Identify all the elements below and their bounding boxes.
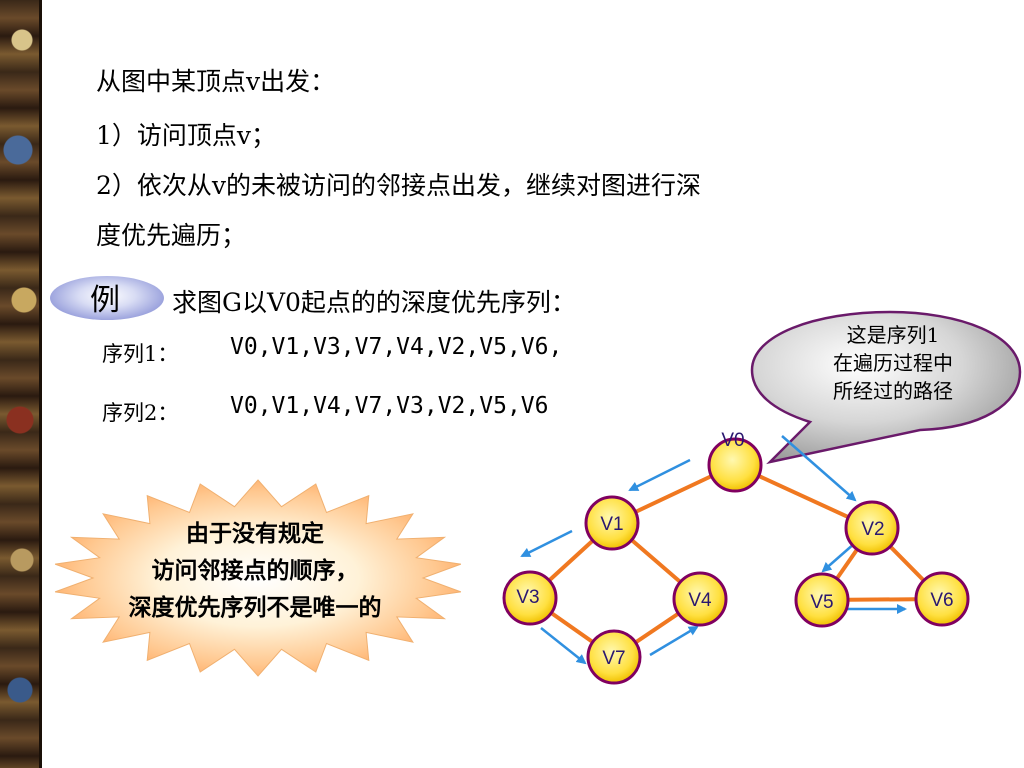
traversal-arrow-v1-v3	[520, 529, 573, 558]
sequence-1-value: V0,V1,V3,V7,V4,V2,V5,V6,	[230, 334, 563, 360]
node-v6	[914, 571, 970, 627]
node-v0-label: V0	[721, 430, 744, 451]
decorative-border	[0, 0, 42, 768]
starburst-line-1: 由于没有规定	[186, 520, 324, 547]
node-v3-label: V3	[516, 587, 539, 608]
starburst-line-3: 深度优先序列不是唯一的	[128, 594, 382, 621]
traversal-arrow-v0-v2	[781, 435, 857, 502]
step-1-text: 1）访问顶点v；	[96, 121, 277, 150]
callout-line-3: 所经过的路径	[833, 379, 953, 403]
node-v1	[584, 495, 640, 551]
node-v4	[672, 571, 728, 627]
node-v2	[844, 500, 900, 556]
node-v3	[502, 570, 558, 626]
traversal-arrow-v2-v5	[821, 542, 856, 573]
node-v7-label: V7	[602, 648, 625, 669]
node-v1-label: V1	[600, 514, 623, 535]
example-badge	[50, 276, 164, 320]
node-v2-label: V2	[861, 519, 884, 540]
example-question: 求图G以V0起点的的深度优先序列：	[172, 288, 576, 317]
callout-line-1: 这是序列1	[846, 323, 940, 347]
step-2-text-line-2: 度优先遍历；	[96, 221, 247, 250]
callout-line-2: 在遍历过程中	[833, 351, 953, 375]
starburst-line-2: 访问邻接点的顺序，	[151, 557, 359, 584]
node-v4-label: V4	[688, 590, 712, 611]
traversal-arrow-v7-v4	[649, 625, 699, 657]
traversal-arrow-v0-v1	[628, 458, 691, 492]
node-v5-label: V5	[810, 592, 833, 613]
callout-text: 这是序列1 在遍历过程中 所经过的路径	[795, 321, 991, 405]
node-v5	[794, 572, 850, 628]
node-v6-label: V6	[930, 590, 953, 611]
traversal-arrow-v3-v7	[540, 627, 587, 665]
node-v7	[586, 629, 642, 685]
sequence-2-label: 序列2：	[102, 401, 179, 425]
step-2-text-line-1: 2）依次从v的未被访问的邻接点出发，继续对图进行深	[96, 171, 702, 200]
intro-text: 从图中某顶点v出发：	[96, 67, 336, 96]
example-badge-label: 例	[90, 283, 120, 318]
starburst-text: 由于没有规定 访问邻接点的顺序， 深度优先序列不是唯一的	[60, 515, 450, 626]
sequence-2-value: V0,V1,V4,V7,V3,V2,V5,V6	[230, 393, 549, 419]
node-v0	[707, 437, 763, 493]
sequence-1-label: 序列1：	[102, 342, 179, 366]
